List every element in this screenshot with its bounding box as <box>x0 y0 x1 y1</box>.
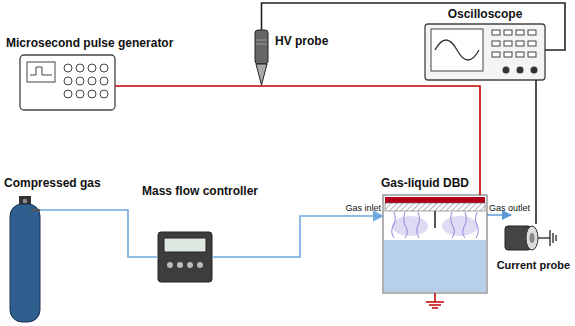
connector-line <box>262 3 566 50</box>
node-heading: Compressed gas <box>4 176 101 190</box>
mass-flow-controller-symbol <box>158 232 212 282</box>
oscilloscope-symbol <box>425 24 545 80</box>
flow-label: Gas inlet <box>345 203 381 213</box>
connector-line <box>535 80 537 224</box>
probe-node: HV probe <box>254 30 269 86</box>
node-heading: HV probe <box>275 34 328 48</box>
connector-line <box>40 210 158 257</box>
node-heading: Gas-liquid DBD <box>381 176 469 190</box>
gas-cylinder-symbol <box>10 196 40 322</box>
hv-probe-symbol <box>255 30 268 85</box>
instrument-node: Oscilloscope <box>425 24 545 80</box>
current-probe-symbol <box>505 226 556 250</box>
reactor-node: Gas-liquid DBD <box>383 195 487 293</box>
node-heading: Oscilloscope <box>448 7 523 21</box>
node-heading: Mass flow controller <box>142 184 258 198</box>
instrument-node: Microsecond pulse generator <box>20 55 115 110</box>
connector-line <box>115 86 480 195</box>
gas-source-node: Compressed gas <box>10 196 40 322</box>
connector-line <box>212 216 383 257</box>
flow-label: Gas outlet <box>489 203 530 213</box>
instrument-node: Mass flow controller <box>158 232 212 282</box>
node-heading: Microsecond pulse generator <box>6 36 173 50</box>
pulse-generator-symbol <box>20 55 115 110</box>
probe-node: Current probe <box>505 224 540 252</box>
node-heading: Current probe <box>497 258 570 272</box>
